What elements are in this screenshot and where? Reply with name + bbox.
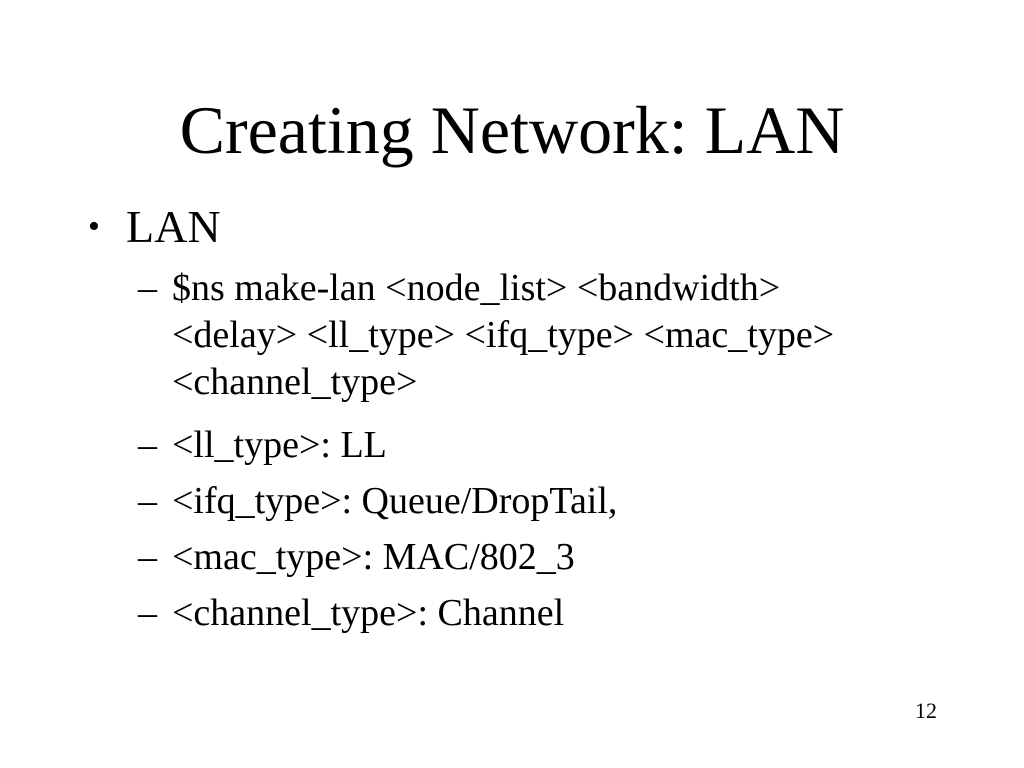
sub-bullet-item: – <ll_type>: LL xyxy=(138,422,958,469)
bullet-dot-icon: • xyxy=(88,208,100,245)
page-number: 12 xyxy=(915,698,937,723)
dash-icon: – xyxy=(138,536,157,578)
sub-bullet-text: <ll_type>: LL xyxy=(172,424,387,466)
slide-title: Creating Network: LAN xyxy=(179,92,845,168)
sub-bullet-item: – <ifq_type>: Queue/DropTail, xyxy=(138,478,958,525)
sub-bullet-text: <mac_type>: MAC/802_3 xyxy=(172,536,575,578)
dash-icon: – xyxy=(138,267,157,309)
sub-bullet-text: <ifq_type>: Queue/DropTail, xyxy=(172,480,618,522)
sub-bullet-text: <channel_type>: Channel xyxy=(172,592,565,634)
dash-icon: – xyxy=(138,424,157,466)
sub-bullet-text: $ns make-lan <node_list> <bandwidth> <de… xyxy=(172,267,835,403)
slide-body: • LAN – $ns make-lan <node_list> <bandwi… xyxy=(88,199,958,646)
sub-bullet-item: – <channel_type>: Channel xyxy=(138,590,958,637)
sub-bullet-list: – $ns make-lan <node_list> <bandwidth> <… xyxy=(88,265,958,637)
dash-icon: – xyxy=(138,592,157,634)
sub-bullet-item: – <mac_type>: MAC/802_3 xyxy=(138,534,958,581)
bullet-item-lan: • LAN xyxy=(88,199,958,254)
bullet-label: LAN xyxy=(126,201,221,252)
sub-bullet-item: – $ns make-lan <node_list> <bandwidth> <… xyxy=(138,265,958,406)
dash-icon: – xyxy=(138,480,157,522)
